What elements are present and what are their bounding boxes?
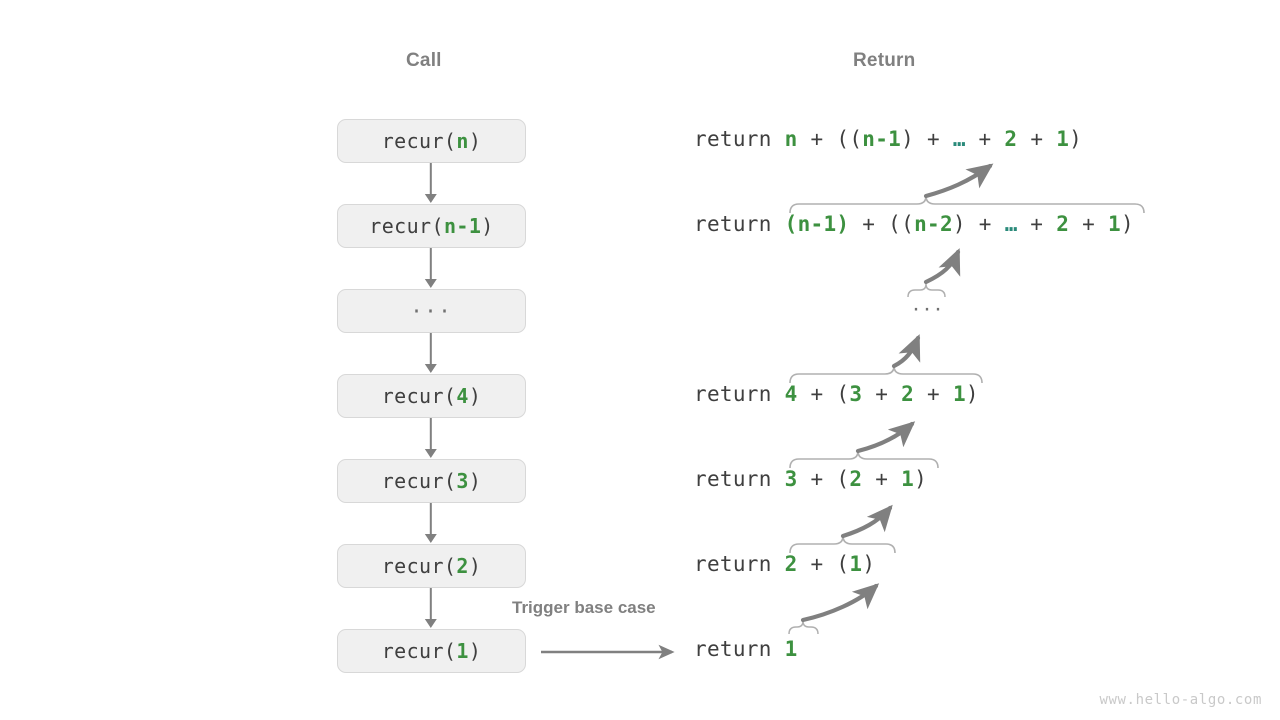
brace-row-n-1 xyxy=(789,195,1145,214)
watermark: www.hello-algo.com xyxy=(1099,692,1262,708)
brace-row-2 xyxy=(789,535,896,554)
brace-row-4 xyxy=(789,365,983,384)
return-arrow-1-to-2 xyxy=(800,583,880,623)
return-keyword: return xyxy=(694,637,772,661)
return-arrow-3-to-4 xyxy=(855,421,916,454)
column-header-call: Call xyxy=(406,50,442,71)
call-arrow-4 xyxy=(429,418,433,450)
trigger-base-case-label: Trigger base case xyxy=(512,598,656,617)
return-keyword: return xyxy=(694,467,772,491)
return-line-n-1: return (n-1) + ((n-2) + … + 2 + 1) xyxy=(694,212,1134,236)
brace-row-1 xyxy=(788,620,819,635)
call-arrow-6 xyxy=(429,588,433,620)
call-arrow-3 xyxy=(429,333,433,365)
call-box-recur-4: recur(4) xyxy=(337,374,526,418)
return-line-2: return 2 + (1) xyxy=(694,552,876,576)
return-keyword: return xyxy=(694,212,772,236)
call-box-recur-n: recur(n) xyxy=(337,119,526,163)
call-box-text: recur(n) xyxy=(381,129,482,153)
return-middle-dots: ··· xyxy=(912,295,945,322)
call-box-recur-2: recur(2) xyxy=(337,544,526,588)
return-keyword: return xyxy=(694,382,772,406)
return-line-3: return 3 + (2 + 1) xyxy=(694,467,928,491)
return-line-4: return 4 + (3 + 2 + 1) xyxy=(694,382,979,406)
brace-row-3 xyxy=(789,450,939,469)
call-box-text: recur(2) xyxy=(381,554,482,578)
call-box-dots: ··· xyxy=(410,299,453,323)
return-keyword: return xyxy=(694,127,772,151)
column-header-return: Return xyxy=(853,50,916,71)
call-box-text: recur(1) xyxy=(381,639,482,663)
return-arrow-n-1-to-n xyxy=(923,163,994,199)
return-keyword: return xyxy=(694,552,772,576)
call-box-recur-3: recur(3) xyxy=(337,459,526,503)
return-arrow-2-to-3 xyxy=(840,504,893,539)
call-box-text: recur(n-1) xyxy=(369,214,494,238)
call-box-ellipsis: ··· xyxy=(337,289,526,333)
return-arrow-dots-to-n-1 xyxy=(923,248,961,285)
call-arrow-1 xyxy=(429,163,433,195)
return-line-1: return 1 xyxy=(694,637,798,661)
call-box-text: recur(4) xyxy=(381,384,482,408)
return-line-n: return n + ((n-1) + … + 2 + 1) xyxy=(694,127,1083,151)
call-arrow-5 xyxy=(429,503,433,535)
return-arrow-4-to-dots xyxy=(891,334,921,369)
call-arrow-2 xyxy=(429,248,433,280)
call-box-recur-1: recur(1) xyxy=(337,629,526,673)
call-box-recur-n-1: recur(n-1) xyxy=(337,204,526,248)
call-box-text: recur(3) xyxy=(381,469,482,493)
